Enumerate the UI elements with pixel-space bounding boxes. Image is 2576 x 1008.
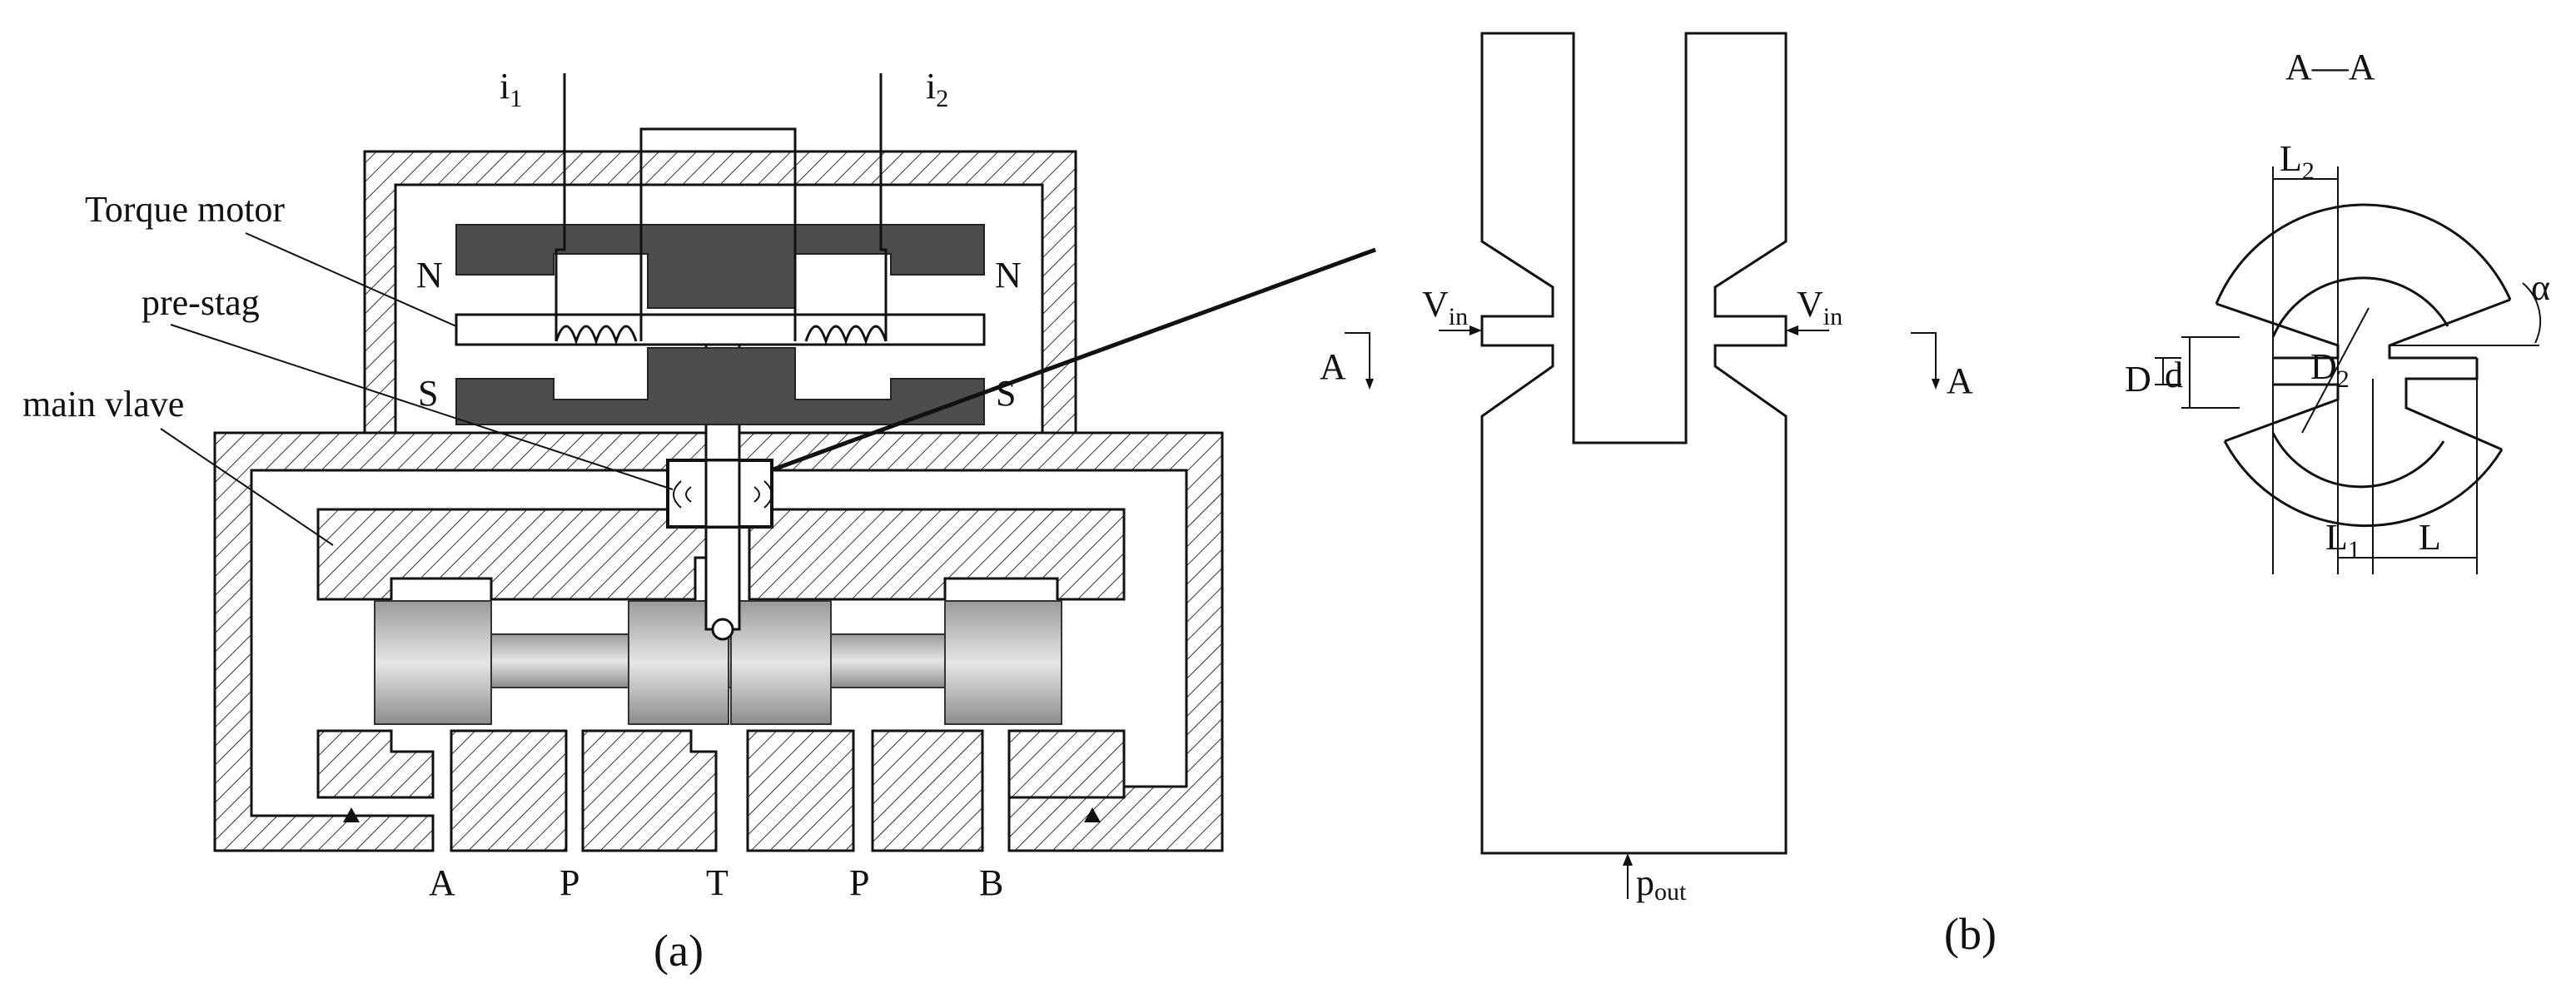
panel-a: i1 i2 Torque motor pre-stag main vlave N… [22,66,1376,976]
caption-b: (b) [1944,909,1997,959]
label-v-in-left: Vin [1422,284,1468,330]
section-inner-bore [2271,276,2449,338]
valve-body-lower [316,729,1126,852]
port-label-b: B [979,862,1003,903]
section-title: A—A [2285,47,2375,87]
panel-b-nozzle: Vin Vin A A pout (b) [1320,32,1997,959]
right-nozzle-wedge [2388,298,2511,360]
flow-marker-right [1084,807,1101,822]
coil-left [554,325,638,345]
current-label-1: i1 [500,66,522,112]
dim-label-d-inner: d [2165,355,2183,395]
dim-label-l1: L1 [2325,517,2360,564]
dim-line-d2 [2301,307,2370,434]
main-valve-housing [213,431,1224,852]
dim-label-d-outer: D [2125,359,2151,400]
port-label-t: T [706,862,729,903]
label-pre-stage: pre-stag [142,282,260,323]
label-p-out: pout [1636,862,1687,906]
section-outer-ring [2215,203,2512,305]
label-main-valve: main vlave [22,384,184,425]
inlet-arrowhead-left [1470,325,1482,335]
nozzle-outline [1480,32,1788,855]
dim-label-l2: L2 [2280,138,2315,185]
main-spool [374,600,1062,725]
section-mark-right [1911,332,1937,383]
label-torque-motor: Torque motor [85,189,285,230]
section-mark-left [1345,332,1370,383]
pole-pieces [455,224,985,425]
port-label-a: A [429,862,455,903]
dim-arc-alpha [2522,282,2542,344]
caption-a: (a) [654,926,704,976]
dim-label-alpha: α [2531,267,2550,308]
inlet-arrowhead-right [1786,325,1798,335]
armature-beam [455,313,986,346]
port-label-p-right: P [849,862,869,903]
label-v-in-right: Vin [1797,284,1842,330]
port-label-p-left: P [559,862,579,903]
coil-right [804,325,888,345]
valve-body-upper [316,508,1126,601]
pre-stage-detail-box [666,459,773,529]
lead-wires [554,73,888,341]
leader-lines [160,232,1376,546]
dim-label-l: L [2419,517,2441,558]
pole-label-s-left: S [418,373,438,414]
current-label-2: i2 [926,66,948,112]
flow-marker-left [343,807,360,822]
section-label-right: A [1947,360,1973,401]
pole-label-n-right: N [995,255,1022,295]
pole-label-n-left: N [416,255,443,295]
section-label-left: A [1320,346,1346,387]
panel-b-section: A—A L2 D d D2 [2125,47,2550,574]
pole-label-s-right: S [996,373,1016,414]
dim-label-d2: D2 [2310,346,2350,393]
